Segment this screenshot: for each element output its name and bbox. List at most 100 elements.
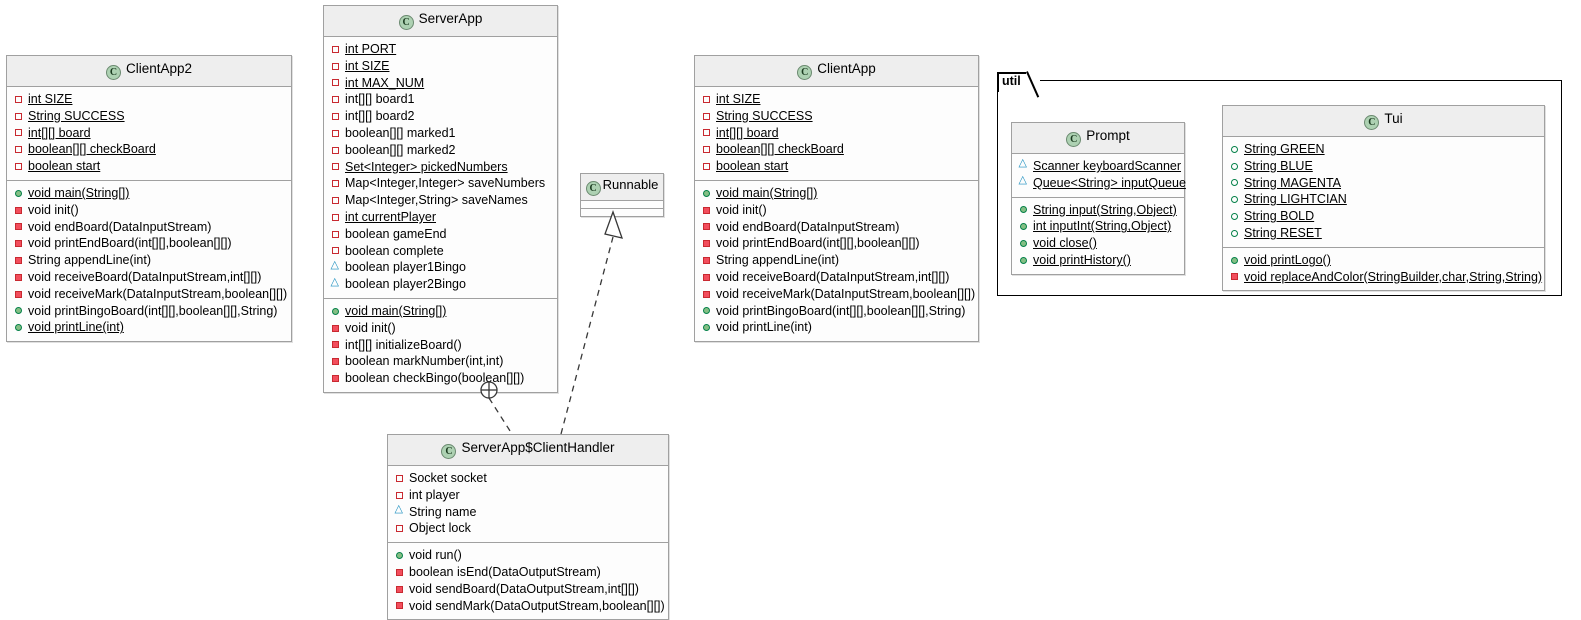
member-label: String MAGENTA bbox=[1244, 175, 1342, 190]
fields-compartment: Scanner keyboardScannerQueue<String> inp… bbox=[1012, 154, 1186, 198]
fields-compartment bbox=[581, 201, 663, 209]
class-stereotype-icon: C bbox=[797, 65, 813, 80]
member-label: int[][] board bbox=[716, 125, 779, 140]
member-row: int[][] board1 bbox=[329, 91, 552, 108]
member-label: boolean[][] marked1 bbox=[345, 125, 456, 140]
member-row: Scanner keyboardScanner bbox=[1017, 158, 1182, 175]
methods-compartment: void run()boolean isEnd(DataOutputStream… bbox=[388, 543, 668, 619]
member-row: void init() bbox=[12, 202, 286, 219]
member-row: int player bbox=[393, 487, 663, 504]
package-label: util bbox=[1002, 74, 1021, 88]
pub-method-icon bbox=[14, 306, 23, 315]
priv-field-icon bbox=[702, 112, 711, 121]
member-row: boolean isEnd(DataOutputStream) bbox=[393, 564, 663, 581]
priv-method-icon bbox=[1230, 272, 1239, 281]
member-row: void receiveBoard(DataInputStream,int[][… bbox=[700, 269, 973, 286]
member-label: void main(String[]) bbox=[28, 185, 130, 200]
member-row: String GREEN bbox=[1228, 141, 1539, 158]
member-row: void printBingoBoard(int[][],boolean[][]… bbox=[700, 303, 973, 320]
member-row: void init() bbox=[700, 202, 973, 219]
member-row: boolean[][] marked2 bbox=[329, 142, 552, 159]
member-row: void printLogo() bbox=[1228, 252, 1539, 269]
member-label: void sendBoard(DataOutputStream,int[][]) bbox=[409, 581, 639, 596]
member-row: int currentPlayer bbox=[329, 209, 552, 226]
member-row: void printHistory() bbox=[1017, 252, 1179, 269]
member-label: String SUCCESS bbox=[716, 108, 813, 123]
priv-field-icon bbox=[702, 95, 711, 104]
priv-method-icon bbox=[702, 290, 711, 299]
member-row: void receiveMark(DataInputStream,boolean… bbox=[12, 286, 287, 303]
priv-method-icon bbox=[702, 239, 711, 248]
member-label: String appendLine(int) bbox=[716, 253, 839, 268]
member-label: int SIZE bbox=[716, 92, 761, 106]
member-label: boolean complete bbox=[345, 243, 444, 258]
member-row: Map<Integer,String> saveNames bbox=[329, 192, 552, 209]
priv-field-icon bbox=[331, 95, 340, 104]
priv-field-icon bbox=[702, 145, 711, 154]
member-label: boolean markNumber(int,int) bbox=[345, 354, 504, 369]
priv-field-icon bbox=[331, 45, 340, 54]
member-row: void main(String[]) bbox=[12, 185, 286, 202]
member-label: String GREEN bbox=[1244, 142, 1325, 156]
member-label: Map<Integer,Integer> saveNumbers bbox=[345, 176, 546, 191]
priv-method-icon bbox=[395, 585, 404, 594]
member-label: Set<Integer> pickedNumbers bbox=[345, 159, 508, 174]
relation-nesting bbox=[480, 381, 513, 435]
priv-field-icon bbox=[331, 179, 340, 188]
member-row: int[][] board bbox=[700, 125, 973, 142]
class-title: ServerApp bbox=[418, 11, 483, 26]
priv-method-icon bbox=[14, 290, 23, 299]
member-row: int[][] board bbox=[12, 125, 286, 142]
pub-method-icon bbox=[1019, 239, 1028, 248]
member-label: Scanner keyboardScanner bbox=[1033, 159, 1182, 173]
priv-method-icon bbox=[14, 206, 23, 215]
class-title: Prompt bbox=[1086, 128, 1130, 143]
pub-field-icon bbox=[1230, 229, 1239, 238]
class-stereotype-icon: C bbox=[1364, 115, 1380, 130]
priv-field-icon bbox=[331, 78, 340, 87]
member-label: int PORT bbox=[345, 42, 397, 56]
member-label: boolean isEnd(DataOutputStream) bbox=[409, 564, 601, 579]
member-row: void sendMark(DataOutputStream,boolean[]… bbox=[393, 598, 665, 615]
member-row: void main(String[]) bbox=[329, 303, 552, 320]
priv-method-icon bbox=[331, 340, 340, 349]
member-label: void receiveBoard(DataInputStream,int[][… bbox=[28, 269, 262, 284]
member-row: String SUCCESS bbox=[700, 108, 973, 125]
member-label: boolean start bbox=[28, 159, 101, 174]
methods-compartment: void printLogo()void replaceAndColor(Str… bbox=[1223, 248, 1544, 291]
member-label: Object lock bbox=[409, 521, 471, 536]
member-row: Socket socket bbox=[393, 470, 663, 487]
member-row: void replaceAndColor(StringBuilder,char,… bbox=[1228, 269, 1542, 286]
member-label: boolean player1Bingo bbox=[345, 260, 466, 275]
pub-method-icon bbox=[702, 189, 711, 198]
priv-field-icon bbox=[331, 62, 340, 71]
member-row: void endBoard(DataInputStream) bbox=[700, 219, 973, 236]
member-row: boolean complete bbox=[329, 243, 552, 260]
member-label: Queue<String> inputQueue bbox=[1033, 175, 1186, 190]
member-row: String BOLD bbox=[1228, 208, 1539, 225]
member-label: String SUCCESS bbox=[28, 108, 125, 123]
member-label: Socket socket bbox=[409, 471, 487, 485]
member-row: void printEndBoard(int[][],boolean[][]) bbox=[700, 235, 973, 252]
member-label: void main(String[]) bbox=[716, 185, 818, 200]
member-row: void main(String[]) bbox=[700, 185, 973, 202]
priv-field-icon bbox=[14, 95, 23, 104]
pkg-field-icon bbox=[1019, 158, 1028, 171]
member-row: boolean start bbox=[700, 158, 973, 175]
class-stereotype-icon: C bbox=[398, 15, 414, 30]
member-row: int[][] initializeBoard() bbox=[329, 337, 552, 354]
methods-compartment: void main(String[])void init()void endBo… bbox=[7, 181, 291, 341]
